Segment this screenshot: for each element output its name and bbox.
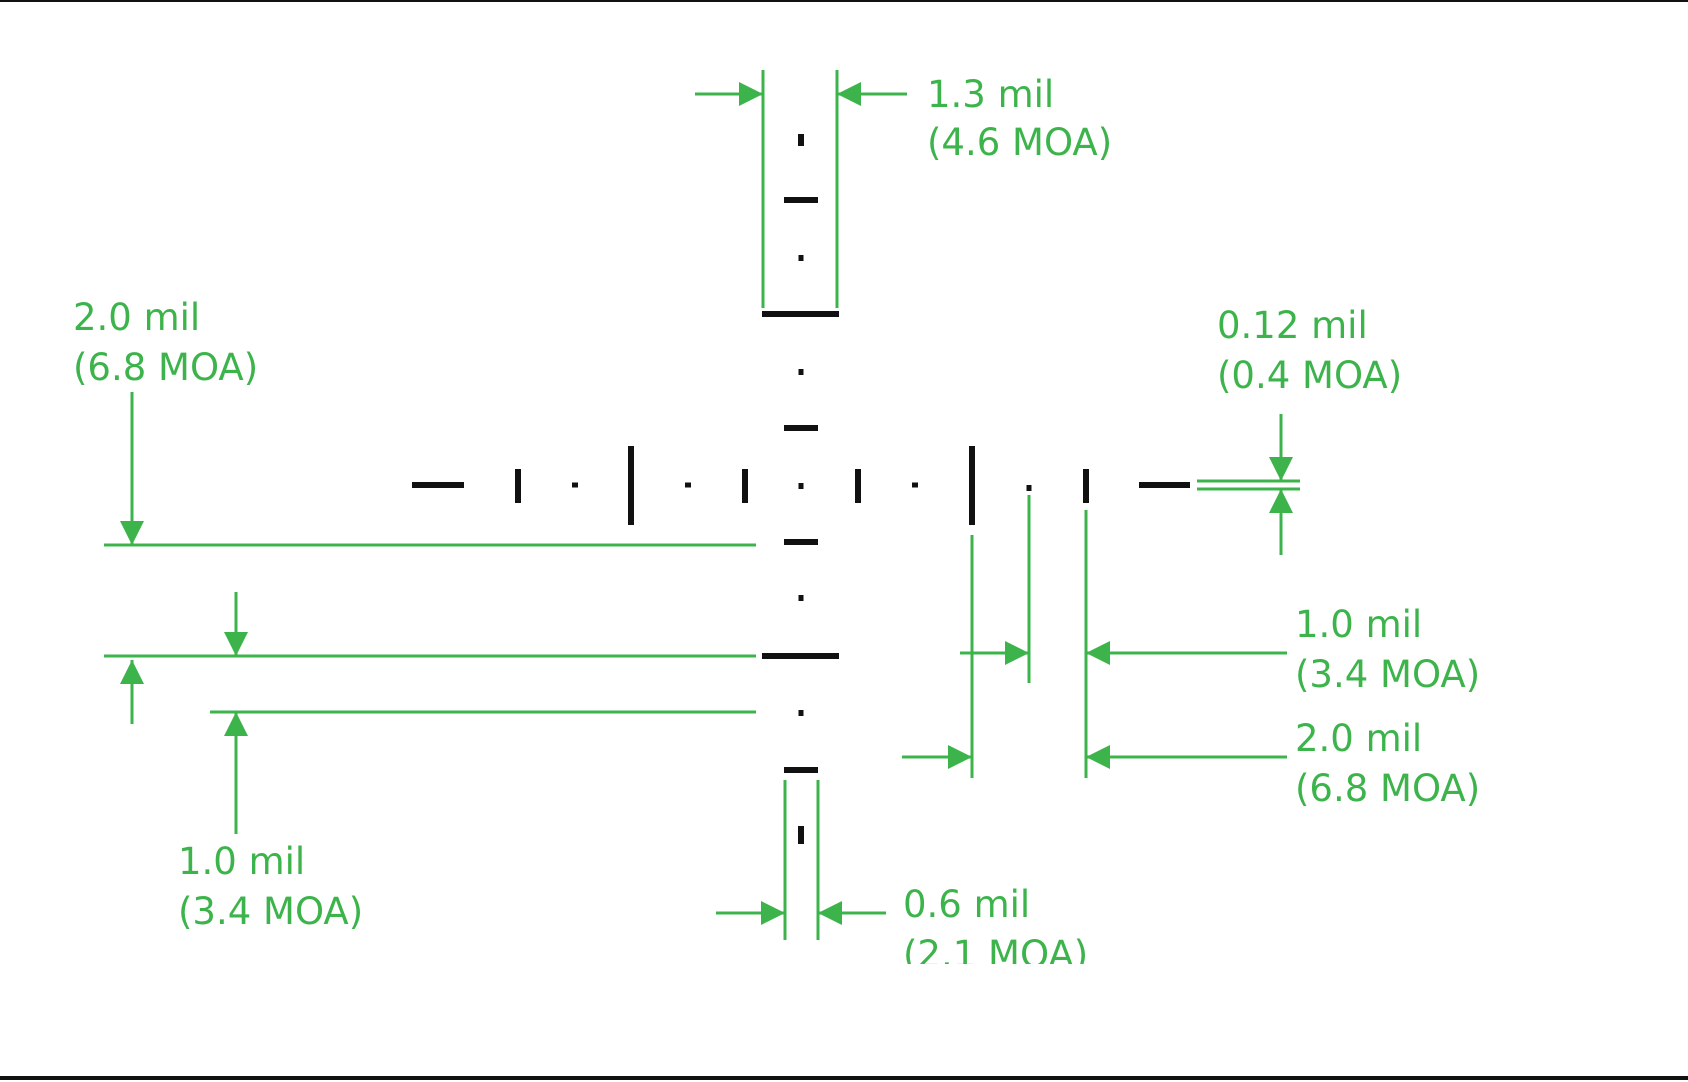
left-small-gap-moa-label: (3.4 MOA) [178,890,363,933]
left-big-gap-mil-label: 2.0 mil [73,296,200,339]
label-cutoff-mask [895,964,1155,1004]
dimension-labels: 1.3 mil (4.6 MOA) 2.0 mil (6.8 MOA) 0.12… [73,73,1480,976]
right-big-gap-mil-label: 2.0 mil [1295,717,1422,760]
bottom-width-mil-label: 0.6 mil [903,883,1030,926]
thickness-moa-label: (0.4 MOA) [1217,354,1402,397]
reticle [412,134,1190,844]
top-width-moa-label: (4.6 MOA) [927,121,1112,164]
dimension-lines [104,70,1300,940]
right-big-gap-moa-label: (6.8 MOA) [1295,767,1480,810]
right-small-gap-moa-label: (3.4 MOA) [1295,653,1480,696]
left-big-gap-moa-label: (6.8 MOA) [73,346,258,389]
top-width-mil-label: 1.3 mil [927,73,1054,116]
thickness-mil-label: 0.12 mil [1217,304,1368,347]
right-small-gap-mil-label: 1.0 mil [1295,603,1422,646]
left-small-gap-mil-label: 1.0 mil [178,840,305,883]
